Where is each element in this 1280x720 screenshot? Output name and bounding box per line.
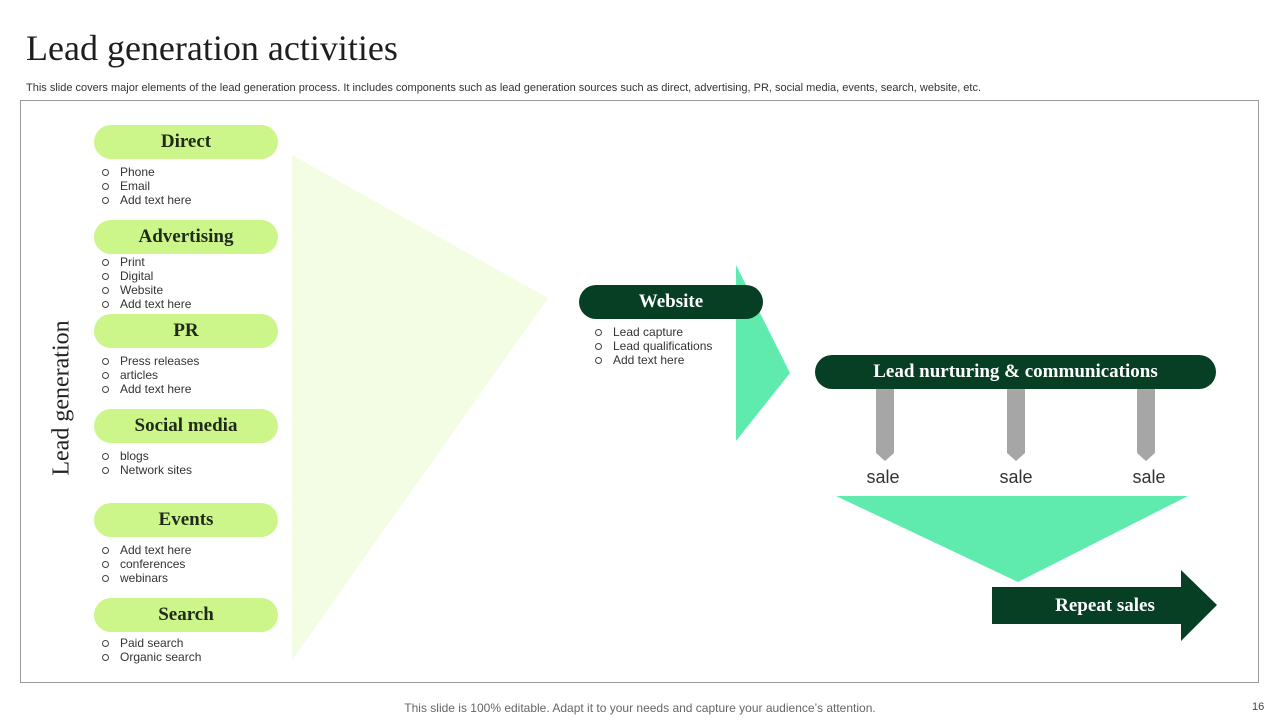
list-item: Press releases [100, 354, 199, 368]
source-search-list: Paid search Organic search [100, 636, 201, 664]
list-item: webinars [100, 571, 191, 585]
lead-generation-label: Lead generation [48, 320, 75, 476]
list-item: Lead capture [593, 325, 712, 339]
sale-label-1: sale [866, 467, 900, 487]
source-advertising-pill: Advertising [94, 220, 278, 254]
list-item: Organic search [100, 650, 201, 664]
list-item: Paid search [100, 636, 201, 650]
website-pill: Website [579, 285, 763, 319]
list-item: Print [100, 255, 191, 269]
sale-connector-3 [1137, 389, 1155, 461]
page-title: Lead generation activities [26, 28, 398, 68]
list-item: Website [100, 283, 191, 297]
source-advertising-list: Print Digital Website Add text here [100, 255, 191, 311]
list-item: Add text here [100, 382, 199, 396]
source-social-media-list: blogs Network sites [100, 449, 192, 477]
repeat-sales-arrow [992, 570, 1217, 641]
sale-label-2: sale [999, 467, 1033, 487]
sale-connectors [876, 389, 1155, 461]
list-item: articles [100, 368, 199, 382]
diagram-frame [20, 100, 1259, 683]
list-item: blogs [100, 449, 192, 463]
source-events-pill: Events [94, 503, 278, 537]
list-item: conferences [100, 557, 191, 571]
list-item: Lead qualifications [593, 339, 712, 353]
source-events-list: Add text here conferences webinars [100, 543, 191, 585]
source-social-media-pill: Social media [94, 409, 278, 443]
website-list: Lead capture Lead qualifications Add tex… [593, 325, 712, 367]
source-pr-list: Press releases articles Add text here [100, 354, 199, 396]
lead-nurturing-pill: Lead nurturing & communications [815, 355, 1216, 389]
list-item: Add text here [100, 193, 191, 207]
footer-note: This slide is 100% editable. Adapt it to… [404, 701, 876, 715]
source-direct-pill: Direct [94, 125, 278, 159]
list-item: Add text here [593, 353, 712, 367]
sales-funnel-triangle [836, 496, 1188, 582]
funnel-triangle [292, 155, 548, 660]
list-item: Network sites [100, 463, 192, 477]
source-search-pill: Search [94, 598, 278, 632]
list-item: Email [100, 179, 191, 193]
sale-connector-2 [1007, 389, 1025, 461]
list-item: Add text here [100, 297, 191, 311]
repeat-sales-label: Repeat sales [1055, 594, 1155, 616]
list-item: Phone [100, 165, 191, 179]
page-number: 16 [1252, 701, 1265, 713]
sale-label-3: sale [1132, 467, 1166, 487]
source-direct-list: Phone Email Add text here [100, 165, 191, 207]
list-item: Digital [100, 269, 191, 283]
page-subtitle: This slide covers major elements of the … [26, 82, 982, 94]
list-item: Add text here [100, 543, 191, 557]
source-pr-pill: PR [94, 314, 278, 348]
sale-connector-1 [876, 389, 894, 461]
